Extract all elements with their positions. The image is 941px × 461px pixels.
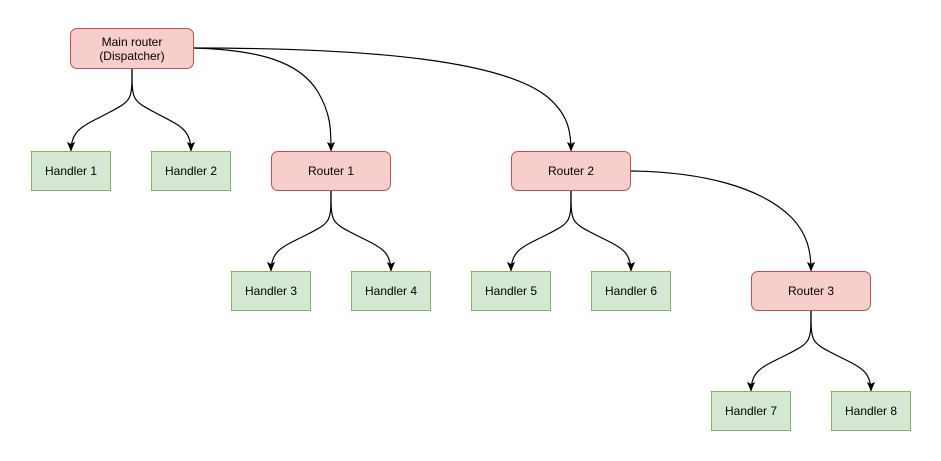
node-label-handler-6: Handler 6	[604, 284, 658, 298]
node-label-handler-2: Handler 2	[164, 164, 218, 178]
node-handler-3[interactable]: Handler 3	[231, 271, 311, 311]
edge-router-2-to-handler-5	[506, 190, 572, 272]
node-router-1[interactable]: Router 1	[271, 151, 391, 191]
node-handler-4[interactable]: Handler 4	[351, 271, 431, 311]
node-main-router[interactable]: Main router (Dispatcher)	[70, 28, 194, 69]
node-handler-2[interactable]: Handler 2	[151, 151, 231, 191]
edge-router-1-to-handler-4	[330, 190, 396, 272]
node-label-router-2: Router 2	[547, 164, 595, 178]
node-handler-8[interactable]: Handler 8	[831, 391, 911, 431]
edge-main-router-to-router-2	[193, 47, 576, 152]
node-router-2[interactable]: Router 2	[511, 151, 631, 191]
node-handler-5[interactable]: Handler 5	[471, 271, 551, 311]
edge-router-2-to-handler-6	[570, 190, 636, 272]
node-label-router-1: Router 1	[307, 164, 355, 178]
edge-main-router-to-handler-1	[66, 68, 133, 152]
node-handler-6[interactable]: Handler 6	[591, 271, 671, 311]
edge-main-router-to-router-1	[193, 47, 336, 152]
edge-router-1-to-handler-3	[266, 190, 332, 272]
node-label-handler-7: Handler 7	[724, 404, 778, 418]
node-label-handler-3: Handler 3	[244, 284, 298, 298]
node-label-router-3: Router 3	[787, 284, 835, 298]
node-label-handler-1: Handler 1	[44, 164, 98, 178]
node-label-main-router: Main router (Dispatcher)	[99, 34, 165, 63]
node-label-handler-4: Handler 4	[364, 284, 418, 298]
edge-router-3-to-handler-7	[746, 310, 812, 392]
node-router-3[interactable]: Router 3	[751, 271, 871, 311]
node-handler-1[interactable]: Handler 1	[31, 151, 111, 191]
node-label-handler-5: Handler 5	[484, 284, 538, 298]
edges-group	[66, 47, 876, 392]
node-label-handler-8: Handler 8	[844, 404, 898, 418]
edge-main-router-to-handler-2	[131, 68, 196, 152]
edge-router-2-to-router-3	[630, 170, 816, 272]
edge-router-3-to-handler-8	[810, 310, 876, 392]
node-handler-7[interactable]: Handler 7	[711, 391, 791, 431]
